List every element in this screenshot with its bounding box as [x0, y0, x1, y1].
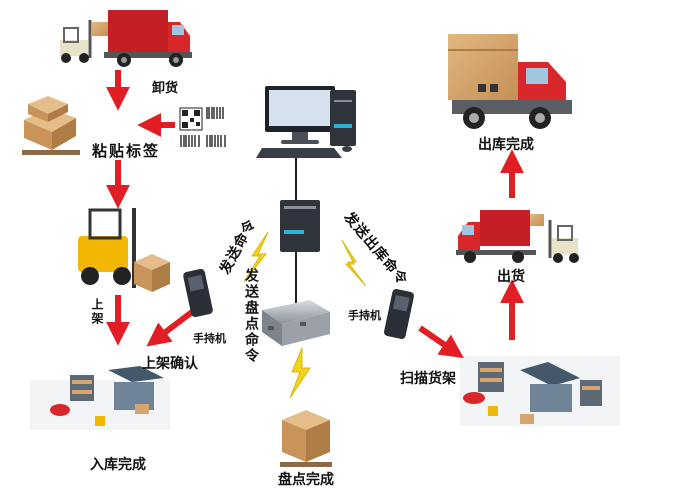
handheld-right-label: 手持机 [348, 309, 381, 322]
scan-shelf-label: 扫描货架 [400, 371, 456, 387]
outbound-done-label: 出库完成 [478, 137, 534, 153]
wireless-signal [243, 231, 367, 399]
shelving-label: 上架 [90, 298, 104, 326]
boxes-icon [22, 96, 80, 155]
boxes-icon [280, 410, 332, 467]
qr-code-icon [179, 107, 203, 131]
right-flow-arrows [418, 149, 524, 359]
truck-icon [104, 10, 192, 67]
forklift-icon [78, 208, 170, 292]
truck-icon [448, 34, 572, 129]
computer-icon [256, 86, 356, 158]
forklift-icon [60, 20, 108, 63]
rfid-reader-icon [262, 300, 330, 346]
barcode-icon [180, 106, 228, 148]
ship-label: 出货 [497, 269, 525, 285]
handheld-left-label: 手持机 [193, 332, 226, 345]
handheld-scanner-icon [383, 288, 415, 340]
handheld-scanner-icon [183, 268, 213, 318]
server-icon [280, 200, 320, 252]
send-inventory-command-label: 发送盘点命令 [243, 268, 259, 364]
inbound-done-label: 入库完成 [90, 457, 146, 473]
truck-icon [456, 210, 544, 263]
label-sticking-label: 粘贴标签 [92, 142, 161, 160]
warehouse-icon [30, 366, 170, 430]
inventory-done-label: 盘点完成 [278, 472, 334, 488]
warehouse-icon [460, 356, 620, 426]
forklift-icon [548, 220, 579, 263]
shelving-confirm-label: 上架确认 [142, 356, 198, 372]
left-flow-arrows [106, 70, 194, 347]
unload-label: 卸货 [152, 81, 179, 96]
